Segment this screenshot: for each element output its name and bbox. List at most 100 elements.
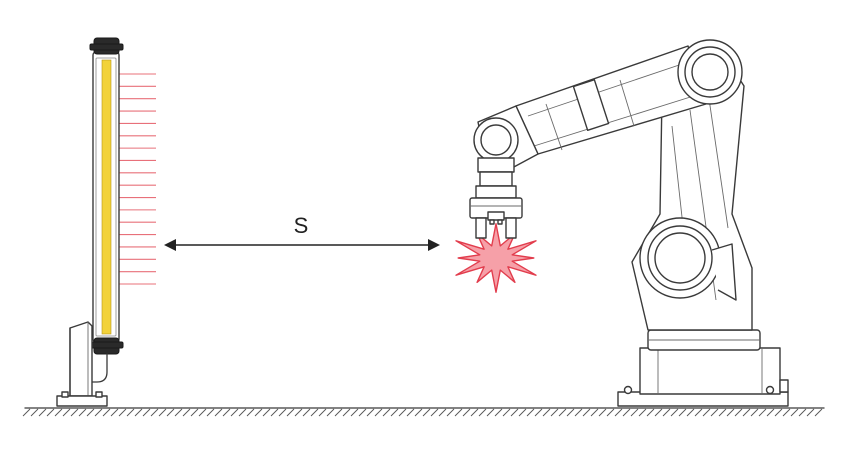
hatch-line [502, 408, 511, 417]
hatch-line [310, 408, 319, 417]
hatch-line [606, 408, 615, 417]
hatch-line [446, 408, 455, 417]
hatch-line [510, 408, 519, 417]
hatch-line [246, 408, 255, 417]
hatch-line [374, 408, 383, 417]
hatch-line [454, 408, 463, 417]
hatch-line [782, 408, 791, 417]
hatch-line [574, 408, 583, 417]
hatch-line [382, 408, 391, 417]
hatch-line [654, 408, 663, 417]
hatch-line [734, 408, 743, 417]
hatch-line [438, 408, 447, 417]
hatch-line [430, 408, 439, 417]
distance-label: S [294, 213, 309, 238]
hatch-line [590, 408, 599, 417]
hatch-line [206, 408, 215, 417]
hatch-line [190, 408, 199, 417]
hatch-line [254, 408, 263, 417]
hatch-line [134, 408, 143, 417]
hatch-line [646, 408, 655, 417]
hatch-line [614, 408, 623, 417]
hatch-line [86, 408, 95, 417]
hatch-line [30, 408, 39, 417]
robot-pedestal [639, 347, 781, 395]
hatch-line [598, 408, 607, 417]
hatch-line [390, 408, 399, 417]
hatch-line [766, 408, 775, 417]
hatch-line [294, 408, 303, 417]
hatch-line [230, 408, 239, 417]
hatch-line [694, 408, 703, 417]
light-curtain-icon [56, 37, 156, 407]
hatch-line [22, 408, 31, 417]
hatch-line [718, 408, 727, 417]
hatch-line [742, 408, 751, 417]
hatch-line [166, 408, 175, 417]
hatch-line [518, 408, 527, 417]
hatch-line [126, 408, 135, 417]
hatch-line [662, 408, 671, 417]
hatch-line [638, 408, 647, 417]
hatch-line [422, 408, 431, 417]
hatch-line [318, 408, 327, 417]
gripper-finger-left [475, 217, 487, 239]
hatch-line [302, 408, 311, 417]
hatch-line [534, 408, 543, 417]
hatch-line [670, 408, 679, 417]
hatch-line [286, 408, 295, 417]
hatch-line [750, 408, 759, 417]
hatch-line [678, 408, 687, 417]
hatch-line [46, 408, 55, 417]
hatch-line [270, 408, 279, 417]
impact-burst [455, 223, 537, 293]
hatch-line [798, 408, 807, 417]
hatch-line [358, 408, 367, 417]
hatch-line [62, 408, 71, 417]
hatch-line [326, 408, 335, 417]
hatch-line [414, 408, 423, 417]
hatch-line [406, 408, 415, 417]
hatch-line [686, 408, 695, 417]
hatch-line [198, 408, 207, 417]
hatch-line [118, 408, 127, 417]
stand-bracket [69, 321, 93, 397]
hatch-line [486, 408, 495, 417]
hatch-line [806, 408, 815, 417]
hatch-line [542, 408, 551, 417]
hatch-line [38, 408, 47, 417]
hatch-line [726, 408, 735, 417]
hatch-line [758, 408, 767, 417]
hatch-line [182, 408, 191, 417]
hatch-line [110, 408, 119, 417]
hatch-line [470, 408, 479, 417]
hatch-line [462, 408, 471, 417]
stand-base [56, 395, 108, 407]
light-curtain-strip [101, 59, 112, 335]
hatch-line [622, 408, 631, 417]
hatch-line [814, 408, 823, 417]
hatch-line [54, 408, 63, 417]
light-beams [119, 73, 156, 285]
hatch-line [262, 408, 271, 417]
hatch-line [222, 408, 231, 417]
hatch-line [214, 408, 223, 417]
hatch-line [558, 408, 567, 417]
impact-burst-icon [455, 223, 537, 293]
hatch-line [342, 408, 351, 417]
hatch-line [710, 408, 719, 417]
robot-arm-icon [469, 39, 789, 407]
hatch-line [702, 408, 711, 417]
hatch-line [174, 408, 183, 417]
hatch-line [142, 408, 151, 417]
ground-icon [22, 407, 825, 417]
hatch-line [94, 408, 103, 417]
hatch-line [774, 408, 783, 417]
hatch-line [70, 408, 79, 417]
hatch-line [550, 408, 559, 417]
gripper-finger-right [505, 217, 517, 239]
hatch-line [566, 408, 575, 417]
hatch-line [334, 408, 343, 417]
hatch-line [526, 408, 535, 417]
